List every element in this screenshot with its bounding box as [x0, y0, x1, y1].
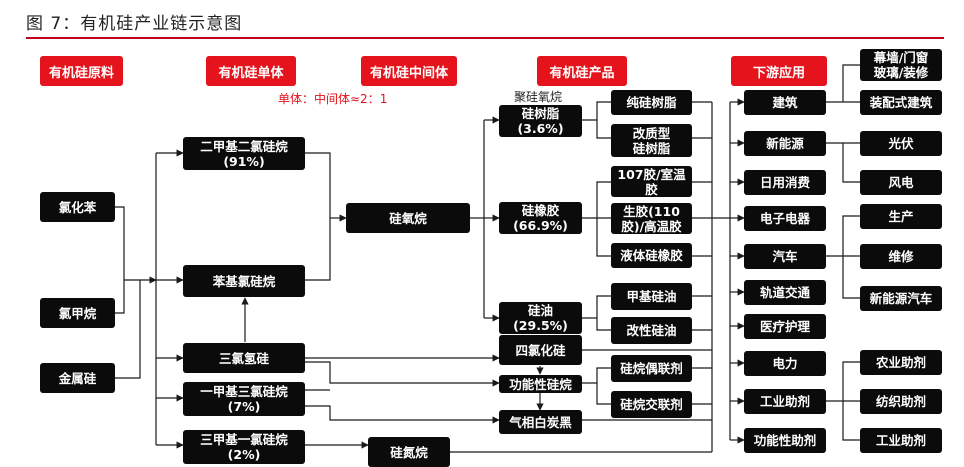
rubber-share: (66.9%) [513, 218, 568, 233]
mtcs-name: 一甲基三氯硅烷 [200, 384, 288, 399]
rubber-name: 硅橡胶 [521, 203, 560, 218]
node-htv-rubber: 生胶(110 胶)/高温胶 [611, 203, 692, 234]
modified-resin-line2: 硅树脂 [632, 140, 671, 156]
tmcs-share: (2%) [227, 447, 261, 462]
node-liquid-silicone-rubber: 液体硅橡胶 [611, 243, 692, 268]
node-phenylchlorosilane: 苯基氯硅烷 [183, 265, 305, 297]
link-resin-sub [582, 101, 611, 139]
node-medical-care: 医疗护理 [744, 314, 826, 339]
link-mtcs-silica [305, 405, 500, 424]
rtv-line1: 107胶/室温 [617, 166, 686, 182]
curtain-line1: 幕墙/门窗 [873, 50, 929, 65]
node-modified-silicone-oil: 改性硅油 [611, 317, 692, 344]
dmdcs-share: (91%) [223, 153, 265, 169]
node-methyl-silicone-oil: 甲基硅油 [611, 283, 692, 310]
node-wind-power: 风电 [860, 170, 942, 195]
node-dimethyldichlorosilane: 二甲基二氯硅烷 (91%) [183, 137, 305, 170]
node-silicone-oil: 硅油 (29.5%) [499, 302, 582, 334]
link-oil-sub [582, 295, 611, 331]
mtcs-share: (7%) [227, 399, 261, 414]
node-silazane: 硅氮烷 [368, 437, 450, 467]
node-chloromethane: 氯甲烷 [40, 298, 115, 328]
link-rubber-trunk [692, 181, 712, 257]
node-prefab-building: 装配式建筑 [860, 90, 942, 115]
link-raw-metal-silicon [115, 280, 141, 379]
resin-name: 硅树脂 [521, 106, 560, 121]
link-functional-sub [582, 367, 611, 405]
category-product: 有机硅产品 [537, 56, 627, 86]
node-silicon-tetrachloride: 四氯化硅 [499, 335, 582, 365]
node-automotive: 汽车 [744, 244, 826, 269]
category-monomer: 有机硅单体 [206, 56, 296, 86]
ratio-note: 单体：中间体≈2：1 [278, 92, 388, 106]
modified-resin-line1: 改质型 [632, 125, 671, 141]
node-consumer-goods: 日用消费 [744, 170, 826, 195]
htv-line1: 生胶(110 [623, 203, 680, 219]
node-construction: 建筑 [744, 90, 826, 115]
node-metal-silicon: 金属硅 [40, 363, 115, 393]
node-pure-resin: 纯硅树脂 [611, 90, 692, 115]
node-silicone-resin: 硅树脂 (3.6%) [499, 105, 582, 137]
category-downstream: 下游应用 [731, 56, 827, 86]
dmdcs-name: 二甲基二氯硅烷 [200, 138, 288, 154]
category-intermediate: 有机硅中间体 [361, 56, 457, 86]
node-power: 电力 [744, 351, 826, 376]
node-industrial-additives: 工业助剂 [744, 389, 826, 414]
htv-line2: 胶)/高温胶 [621, 218, 682, 234]
link-rubber-sub [582, 181, 611, 257]
link-oil-trunk [692, 295, 712, 331]
node-electronics: 电子电器 [744, 206, 826, 231]
node-functional-additives: 功能性助剂 [744, 428, 826, 453]
node-curtain-wall-glass: 幕墙/门窗 玻璃/装修 [860, 49, 942, 81]
category-raw-materials: 有机硅原料 [40, 56, 123, 86]
node-silane-crosslinker: 硅烷交联剂 [611, 391, 692, 418]
link-tcs-functional [305, 361, 500, 387]
page-title: 图 7：有机硅产业链示意图 [26, 14, 243, 34]
node-production: 生产 [860, 204, 942, 229]
node-rtv-rubber: 107胶/室温 胶 [611, 166, 692, 197]
link-raw-chloromethane [115, 280, 125, 314]
node-functional-silane: 功能性硅烷 [499, 375, 582, 393]
node-silicone-rubber: 硅橡胶 (66.9%) [499, 202, 582, 234]
link-functional-trunk [692, 367, 712, 405]
link-industrial-end [826, 361, 860, 441]
node-trichlorosilane: 三氯氢硅 [183, 343, 305, 373]
title-rule [26, 37, 944, 39]
node-repair: 维修 [860, 244, 942, 269]
link-construction-end [826, 64, 860, 103]
link-raw-chlorobenzene [115, 206, 125, 280]
link-resin-trunk [692, 101, 712, 139]
node-agricultural-additives: 农业助剂 [860, 350, 942, 375]
curtain-line2: 玻璃/装修 [873, 65, 929, 80]
oil-name: 硅油 [527, 303, 553, 318]
tmcs-name: 三甲基一氯硅烷 [200, 432, 288, 447]
link-dmdcs-out [305, 152, 331, 281]
rtv-line2: 胶 [645, 181, 658, 197]
node-nev: 新能源汽车 [860, 286, 942, 311]
node-methyltrichlorosilane: 一甲基三氯硅烷 (7%) [183, 382, 305, 416]
resin-share: (3.6%) [517, 121, 564, 136]
node-industrial-additives-end: 工业助剂 [860, 428, 942, 453]
oil-share: (29.5%) [513, 318, 568, 333]
node-fumed-silica: 气相白炭黑 [499, 410, 582, 434]
node-silane-coupling-agent: 硅烷偶联剂 [611, 355, 692, 382]
resin-group-note: 聚硅氧烷 [514, 90, 563, 104]
node-new-energy: 新能源 [744, 131, 826, 156]
node-siloxane: 硅氧烷 [346, 203, 470, 233]
node-photovoltaic: 光伏 [860, 131, 942, 156]
link-auto-end [826, 215, 860, 299]
node-rail-transit: 轨道交通 [744, 280, 826, 305]
node-chlorobenzene: 氯化苯 [40, 192, 115, 222]
link-newenergy-end [826, 142, 860, 183]
node-modified-resin: 改质型 硅树脂 [611, 124, 692, 157]
node-textile-additives: 纺织助剂 [860, 389, 942, 414]
node-trimethylchlorosilane: 三甲基一氯硅烷 (2%) [183, 430, 305, 464]
